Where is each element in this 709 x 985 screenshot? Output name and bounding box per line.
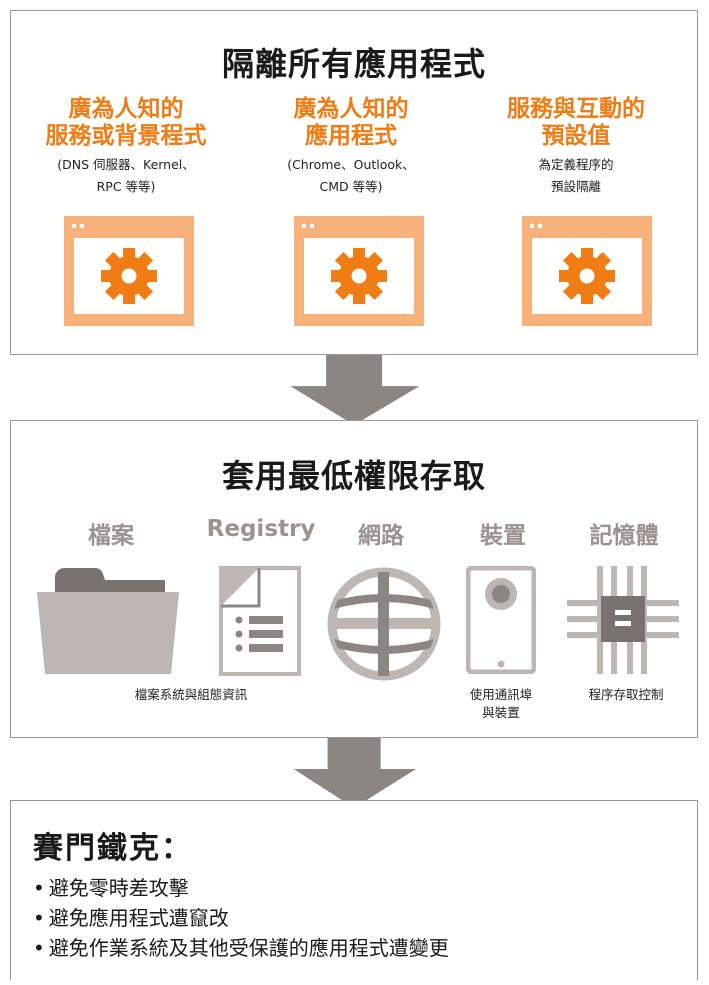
resource-memory-label: 記憶體 xyxy=(589,523,659,549)
column-services-subtitle: (DNS 伺服器、Kernel、 RPC 等等) xyxy=(57,157,195,194)
memory-caption: 程序存取控制 xyxy=(588,687,664,702)
column-apps-subtitle: (Chrome、Outlook、 CMD 等等) xyxy=(287,157,415,194)
column-services: 廣為人知的 服務或背景程式 (DNS 伺服器、Kernel、 RPC 等等) xyxy=(36,96,216,198)
column-defaults-subtitle: 為定義程序的 預設隔離 xyxy=(538,157,614,194)
column-apps: 廣為人知的 應用程式 (Chrome、Outlook、 CMD 等等) xyxy=(271,96,431,198)
column-defaults: 服務與互動的 預設值 為定義程序的 預設隔離 xyxy=(491,96,661,198)
memory-chip-icon xyxy=(567,566,679,674)
app-window-gear-icon xyxy=(522,216,652,326)
flow-arrow-down-icon xyxy=(293,738,417,808)
benefit-list: 避免零時差攻擊 避免應用程式遭竄改 避免作業系統及其他受保護的應用程式遭變更 xyxy=(33,873,449,963)
registry-document-icon xyxy=(219,566,301,676)
files-registry-caption: 檔案系統與組態資訊 xyxy=(134,687,248,702)
list-item: 避免作業系統及其他受保護的應用程式遭變更 xyxy=(33,933,449,963)
resource-registry-label: Registry xyxy=(206,516,316,542)
symantec-panel: 賽門鐵克： 避免零時差攻擊 避免應用程式遭竄改 避免作業系統及其他受保護的應用程… xyxy=(10,800,698,980)
network-globe-icon xyxy=(327,567,441,681)
column-defaults-title: 服務與互動的 預設值 xyxy=(507,96,645,149)
list-item: 避免零時差攻擊 xyxy=(33,873,449,903)
resource-files-label: 檔案 xyxy=(88,523,134,549)
least-privilege-panel: 套用最低權限存取 檔案 Registry 網路 裝置 記憶體 xyxy=(10,420,698,738)
phone-device-icon xyxy=(466,566,536,674)
column-services-title: 廣為人知的 服務或背景程式 xyxy=(45,96,207,149)
least-privilege-title: 套用最低權限存取 xyxy=(221,457,486,495)
list-item: 避免應用程式遭竄改 xyxy=(33,903,449,933)
app-window-gear-icon xyxy=(64,216,194,326)
symantec-title: 賽門鐵克： xyxy=(33,831,193,866)
column-apps-title: 廣為人知的 應用程式 xyxy=(293,96,409,149)
folder-icon xyxy=(37,568,179,674)
resource-device-label: 裝置 xyxy=(480,523,526,549)
isolation-title: 隔離所有應用程式 xyxy=(221,45,486,83)
device-caption: 使用通訊埠 與裝置 xyxy=(469,687,533,720)
isolation-panel: 隔離所有應用程式 廣為人知的 服務或背景程式 (DNS 伺服器、Kernel、 … xyxy=(10,10,698,355)
resource-network-label: 網路 xyxy=(358,523,404,549)
app-window-gear-icon xyxy=(294,216,424,326)
flow-arrow-down-icon xyxy=(290,355,420,425)
